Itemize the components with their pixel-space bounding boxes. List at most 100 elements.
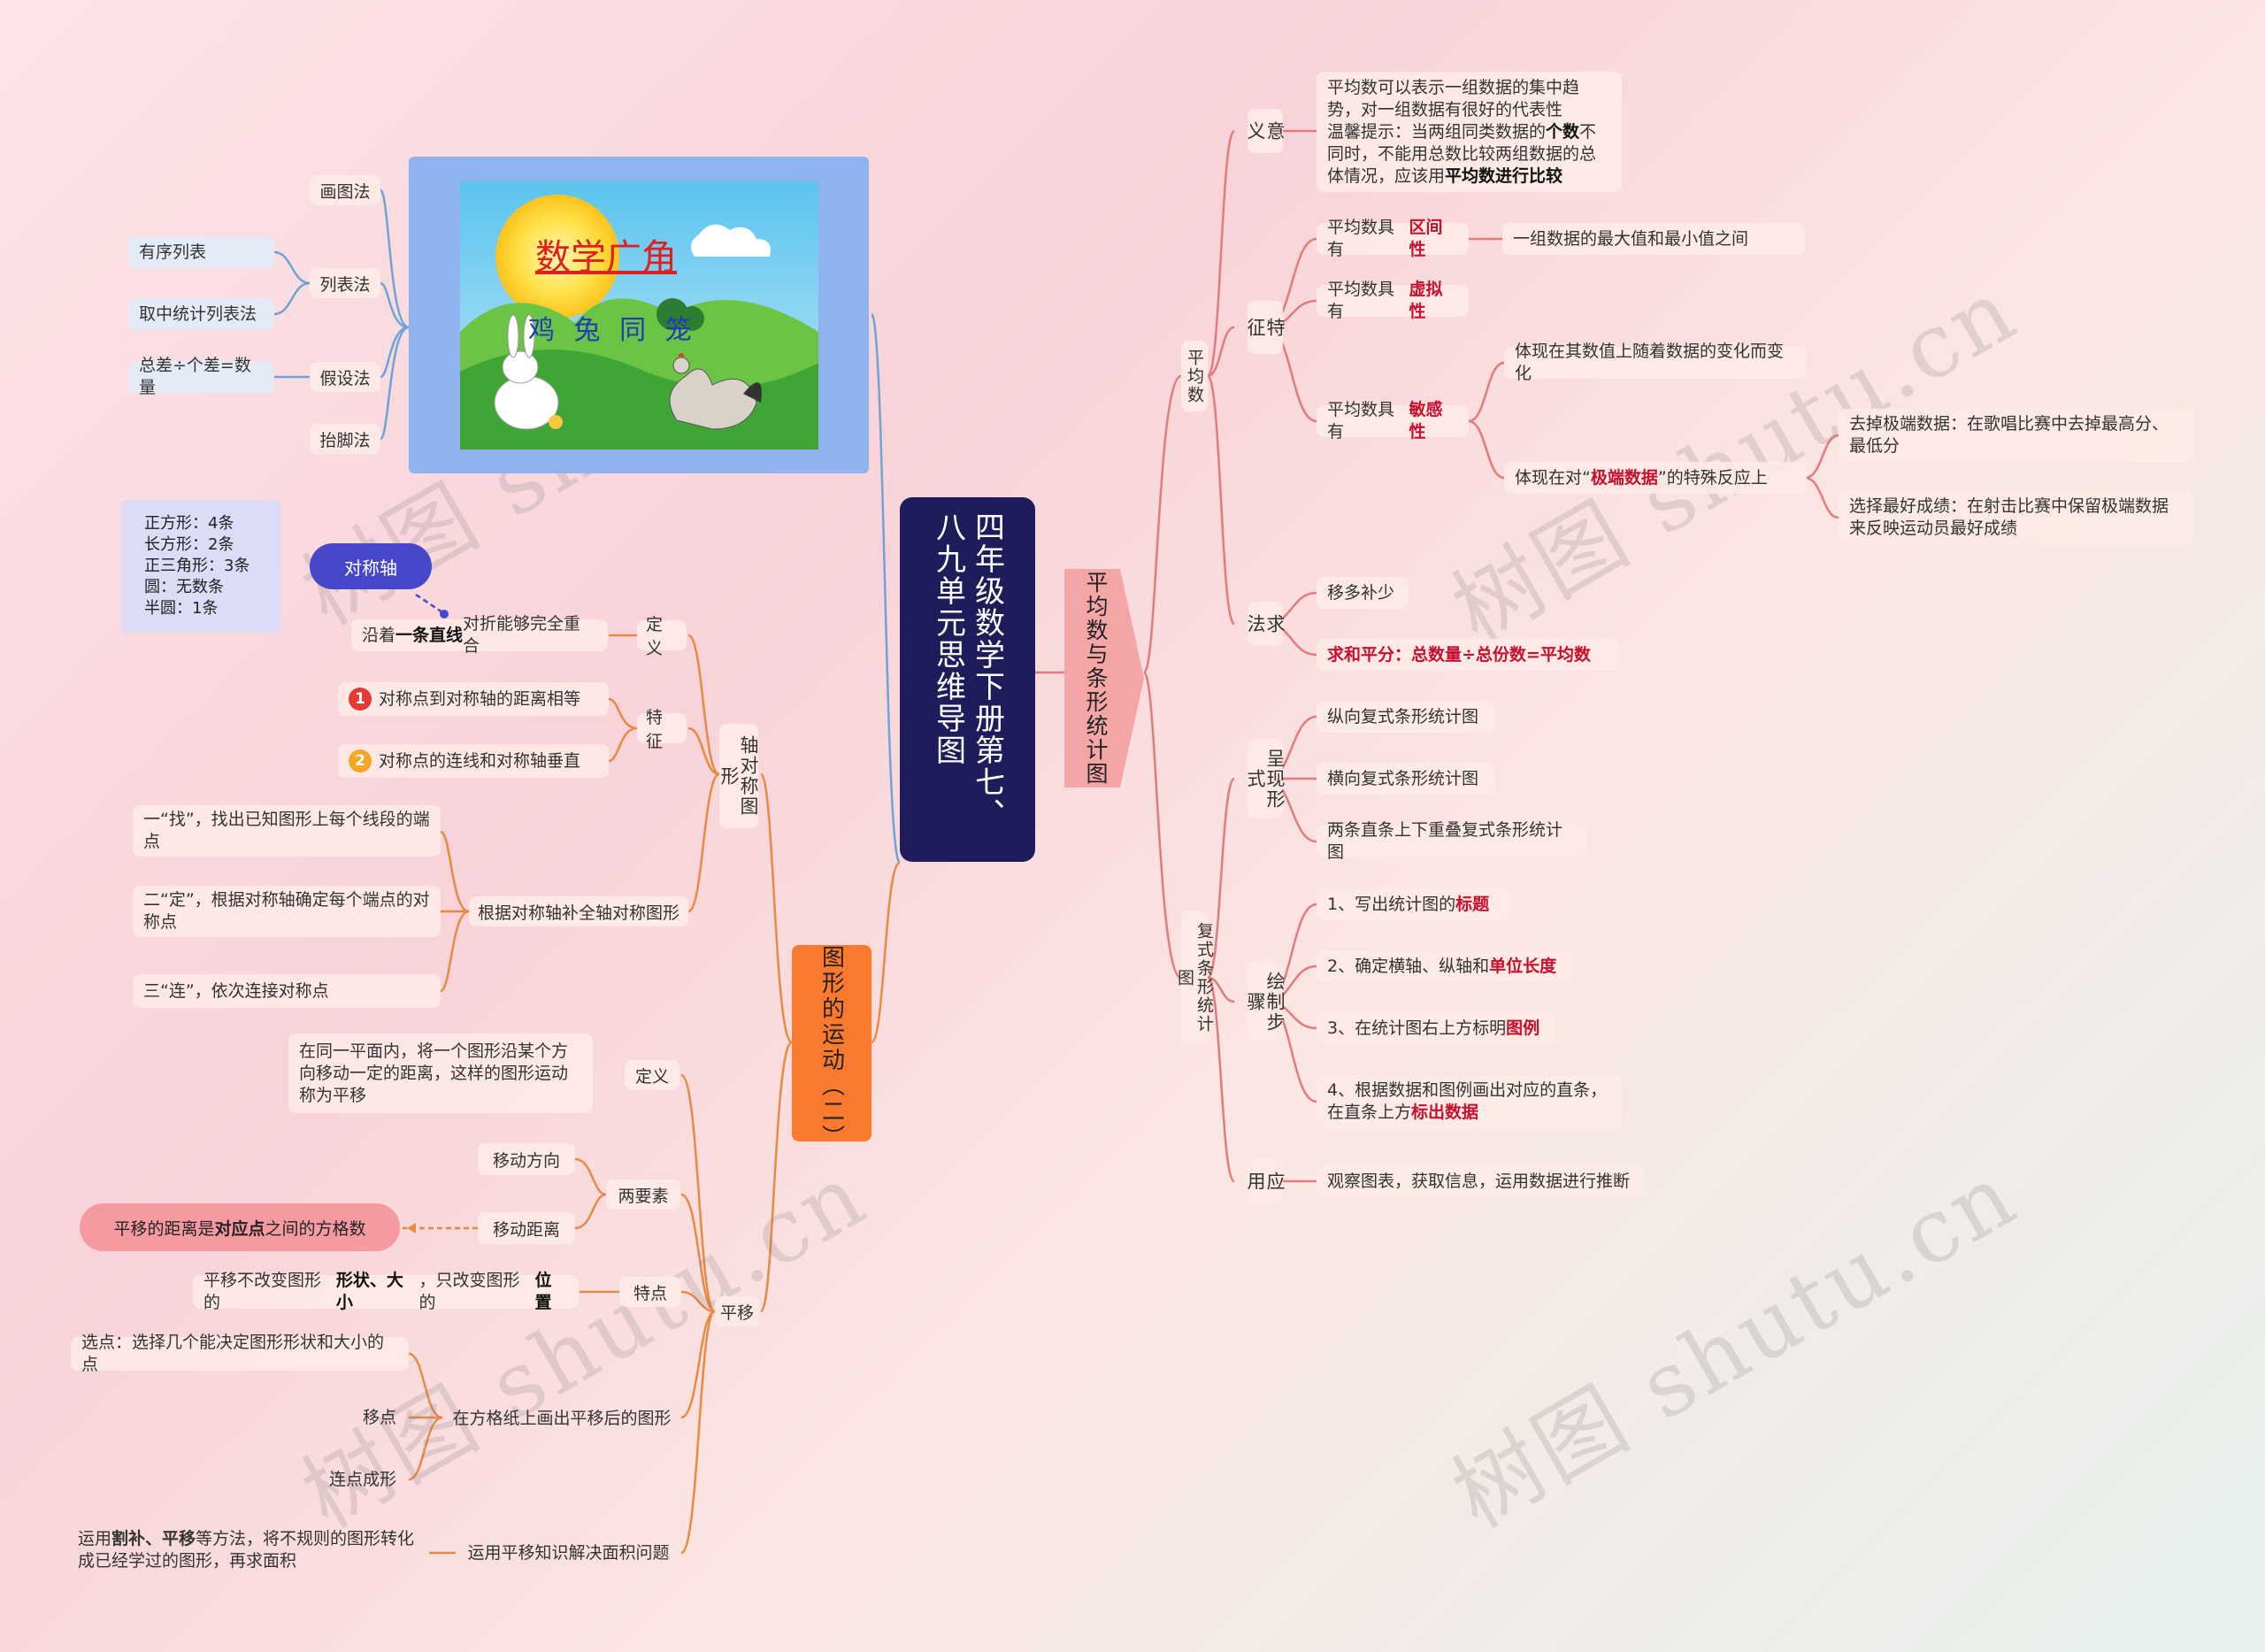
method-lift-feet[interactable]: 抬脚法: [310, 424, 380, 454]
avg-method-2[interactable]: 求和平分：总数量÷总份数=平均数: [1317, 639, 1617, 671]
text-seg: 体现在对“: [1515, 467, 1591, 488]
avg-feat-label[interactable]: 特征: [1245, 301, 1286, 354]
axis-complete-step-2[interactable]: 二“定”，根据对称轴确定每个端点的对称点: [133, 886, 441, 937]
text-seg: 3、在统计图右上方标明: [1327, 1018, 1507, 1038]
connector: [1468, 361, 1505, 423]
connector: [680, 1290, 716, 1313]
text-seg: 平均数具有: [1327, 218, 1395, 259]
text-seg: 单位长度: [1489, 956, 1557, 976]
avg-sensitive-2[interactable]: 体现在对“极端数据”的特殊反应上: [1504, 462, 1807, 494]
bar-step-3[interactable]: 3、在统计图右上方标明图例: [1317, 1012, 1555, 1044]
text-seg: 对称点到对称轴的距离相等: [379, 688, 581, 709]
connector: [574, 1157, 607, 1196]
branch-motion-title: 图形的运动（二）: [818, 945, 845, 1150]
connector: [574, 1193, 607, 1230]
axis-node[interactable]: 对称轴: [310, 543, 432, 589]
bar-apply-text[interactable]: 观察图表，获取信息，运用数据进行推断: [1317, 1165, 1644, 1197]
number-badge-icon: 1: [349, 688, 372, 711]
translate-direction[interactable]: 移动方向: [478, 1143, 575, 1175]
bar-steps-label[interactable]: 绘制步骤: [1245, 962, 1286, 1041]
avg-meaning-text[interactable]: 平均数可以表示一组数据的集中趋势，对一组数据有很好的代表性 温馨提示：当两组同类…: [1317, 72, 1622, 192]
central-topic-title: 四年级数学下册第七、八九单元思维导图: [930, 511, 1005, 830]
branch-stats[interactable]: 平均数与条形统计图: [1064, 569, 1144, 788]
translate-area-label[interactable]: 运用平移知识解决面积问题: [467, 1542, 670, 1563]
connector: [680, 1193, 716, 1313]
axis-feat-1[interactable]: 1 对称点到对称轴的距离相等: [338, 682, 609, 716]
bar-step-1[interactable]: 1、写出统计图的标题: [1317, 888, 1511, 920]
branch-motion[interactable]: 图形的运动（二）: [792, 945, 871, 1150]
list-middle[interactable]: 取中统计列表法: [128, 298, 274, 330]
axis-symmetry-title[interactable]: 轴对称图形: [718, 724, 759, 828]
bar-form-1[interactable]: 纵向复式条形统计图: [1317, 701, 1495, 733]
connector: [440, 830, 470, 913]
axis-complete-step-1[interactable]: 一“找”，找出已知图形上每个线段的端点: [133, 805, 441, 857]
translate-draw-label[interactable]: 在方格纸上画出平移后的图形: [452, 1408, 672, 1428]
method-assume[interactable]: 假设法: [310, 362, 380, 392]
bar-form-3[interactable]: 两条直条上下重叠复式条形统计图: [1317, 820, 1587, 862]
translate-def-label[interactable]: 定义: [625, 1060, 680, 1090]
connector: [440, 910, 470, 993]
bar-step-4[interactable]: 4、根据数据和图例画出对应的直条，在直条上方标出数据: [1317, 1075, 1622, 1128]
bar-form-label[interactable]: 呈现形式: [1245, 739, 1286, 818]
text-seg: 对称点的连线和对称轴垂直: [379, 750, 581, 771]
avg-feat-interval-note[interactable]: 一组数据的最大值和最小值之间: [1502, 223, 1805, 255]
connector: [379, 188, 410, 329]
avg-extreme-2[interactable]: 选择最好成绩：在射击比赛中保留极端数据来反映运动员最好成绩: [1839, 491, 2194, 544]
translate-distance-note[interactable]: 平移的距离是对应点之间的方格数: [80, 1203, 400, 1251]
bar-form-2[interactable]: 横向复式条形统计图: [1317, 763, 1495, 795]
list-ordered[interactable]: 有序列表: [128, 236, 274, 268]
connector: [408, 1416, 443, 1481]
translate-feature-label[interactable]: 特点: [619, 1277, 681, 1307]
connector: [379, 326, 410, 441]
avg-meaning-label[interactable]: 意义: [1245, 109, 1286, 153]
translate-draw-step-3[interactable]: 连点成形: [329, 1469, 397, 1489]
translate-elements-label[interactable]: 两要素: [606, 1179, 680, 1210]
translate-draw-step-2[interactable]: 移点: [363, 1407, 397, 1427]
bar-step-2[interactable]: 2、确定横轴、纵轴和单位长度: [1317, 950, 1571, 982]
method-draw[interactable]: 画图法: [310, 175, 380, 205]
avg-method-1[interactable]: 移多补少: [1317, 577, 1409, 609]
text-seg: 沿着: [362, 625, 396, 645]
assume-formula[interactable]: 总差÷个差=数量: [128, 356, 274, 397]
text-seg: 对折能够完全重合: [463, 614, 581, 656]
translate-title[interactable]: 平移: [715, 1296, 759, 1326]
text-seg: 平移的距离是: [113, 1218, 215, 1239]
avg-extreme-1[interactable]: 去掉极端数据：在歌唱比赛中去掉最高分、最低分: [1839, 409, 2194, 462]
connector: [380, 326, 410, 379]
image-panel-subtitle: 鸡 兔 同 笼: [528, 315, 697, 346]
text-seg: ”的特殊反应上: [1657, 467, 1768, 488]
axis-def-text[interactable]: 沿着一条直线对折能够完全重合: [351, 614, 608, 656]
avg-title[interactable]: 平均数: [1181, 341, 1208, 411]
axis-def-label[interactable]: 定义: [637, 615, 687, 658]
avg-feat-interval[interactable]: 平均数具有区间性: [1317, 218, 1469, 259]
axis-complete-label[interactable]: 根据对称轴补全轴对称图形: [469, 896, 688, 926]
bar-title[interactable]: 复式条形统计图: [1175, 911, 1214, 1044]
connector: [687, 634, 720, 776]
connector: [1804, 434, 1839, 480]
connector: [687, 772, 720, 913]
translate-distance[interactable]: 移动距离: [478, 1212, 575, 1244]
text-seg: 位置: [534, 1271, 552, 1312]
bar-apply-label[interactable]: 应用: [1245, 1159, 1286, 1203]
axis-complete-step-3[interactable]: 三“连”，依次连接对称点: [133, 974, 441, 1008]
avg-feat-sensitive[interactable]: 平均数具有敏感性: [1317, 400, 1469, 442]
avg-feat-virtual[interactable]: 平均数具有虚拟性: [1317, 280, 1469, 321]
axis-feat-label[interactable]: 特征: [637, 708, 687, 751]
translate-area-text[interactable]: 运用割补、平移等方法，将不规则的图形转化成已经学过的图形，再求面积: [78, 1528, 428, 1576]
text-seg: 温馨提示：当两组同类数据的: [1327, 122, 1547, 142]
translate-draw-step-1[interactable]: 选点：选择几个能决定图形形状和大小的点: [71, 1333, 409, 1374]
connector: [380, 281, 410, 329]
avg-sensitive-1[interactable]: 体现在其数值上随着数据的变化而变化: [1504, 342, 1807, 383]
text-seg: 平均数可以表示一组数据的集中趋势，对一组数据有很好的代表性: [1327, 78, 1580, 119]
translate-def-text[interactable]: 在同一平面内，将一个图形沿某个方向移动一定的距离，这样的图形运动称为平移: [288, 1033, 593, 1113]
connector: [1142, 374, 1182, 674]
avg-method-label[interactable]: 求法: [1245, 602, 1286, 646]
axis-info-item: 正三角形：3条: [144, 557, 250, 575]
translate-feature-text[interactable]: 平移不改变图形的形状、大小，只改变图形的位置: [193, 1271, 579, 1312]
axis-info-box: 正方形：4条 长方形：2条 正三角形：3条 圆：无数条 半圆：1条: [121, 500, 280, 633]
axis-info-item: 半圆：1条: [144, 599, 219, 618]
central-topic[interactable]: 四年级数学下册第七、八九单元思维导图: [900, 497, 1035, 862]
text-seg: 对应点: [214, 1218, 265, 1239]
method-list[interactable]: 列表法: [310, 268, 380, 298]
